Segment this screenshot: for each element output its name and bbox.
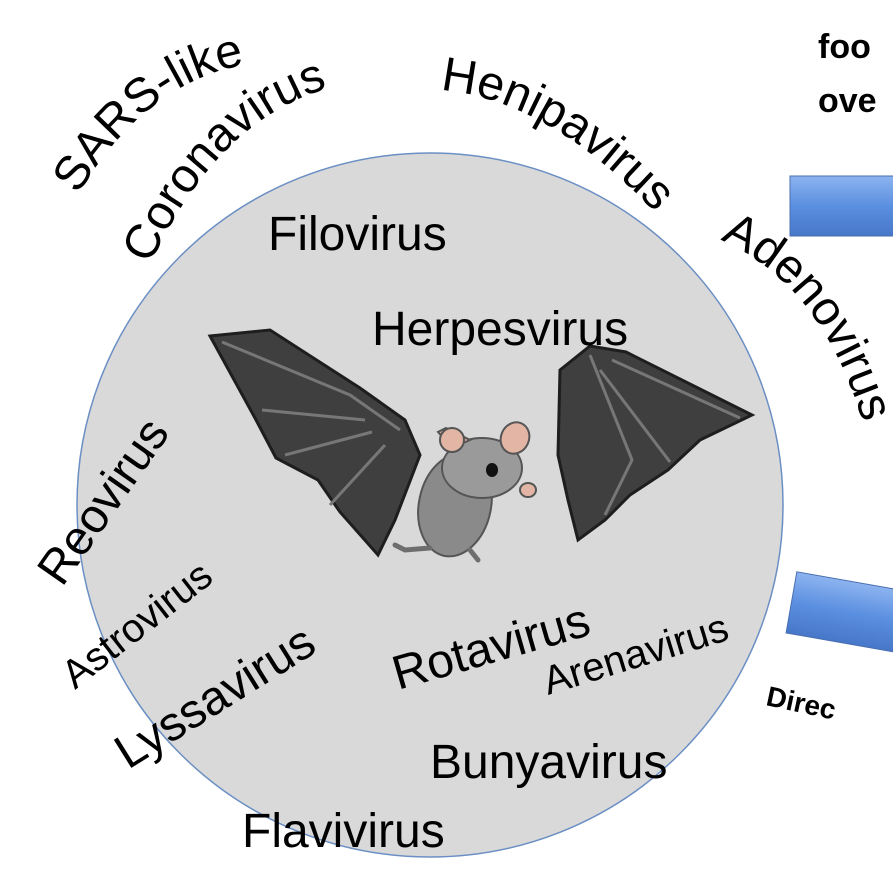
side-text-direct: Direc: [764, 681, 839, 726]
label-herpesvirus: Herpesvirus: [372, 303, 628, 356]
label-bunyavirus: Bunyavirus: [430, 736, 667, 789]
label-flavivirus: Flavivirus: [242, 805, 445, 858]
side-text-line1: foo: [818, 28, 871, 66]
side-text-line2: ove: [818, 82, 877, 120]
label-filovirus: Filovirus: [268, 208, 447, 261]
lower-arrow: [786, 572, 893, 654]
upper-arrow: [790, 176, 893, 236]
